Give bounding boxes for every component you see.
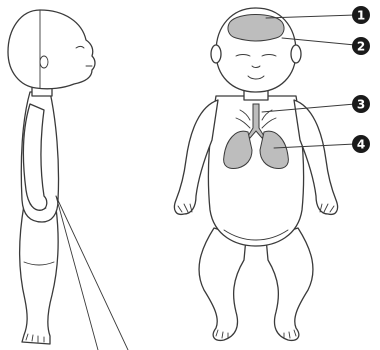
svg-text:3: 3 (357, 98, 365, 112)
infant-front-view-figure (174, 8, 337, 340)
infant-side-view-figure (8, 10, 128, 350)
front-left-ear (211, 45, 221, 63)
front-left-leg (199, 228, 246, 340)
svg-text:1: 1 (357, 9, 365, 23)
callout-marker-3: 3 (352, 95, 370, 113)
front-right-ear (291, 45, 301, 63)
front-right-leg (266, 228, 313, 340)
side-head (8, 10, 95, 89)
callout-marker-1: 1 (352, 6, 370, 24)
brain-highlight (228, 15, 284, 42)
callout-marker-4: 4 (352, 135, 370, 153)
side-legs (20, 205, 58, 344)
svg-text:4: 4 (357, 138, 365, 152)
callout-marker-2: 2 (352, 37, 370, 55)
svg-text:2: 2 (357, 40, 365, 54)
